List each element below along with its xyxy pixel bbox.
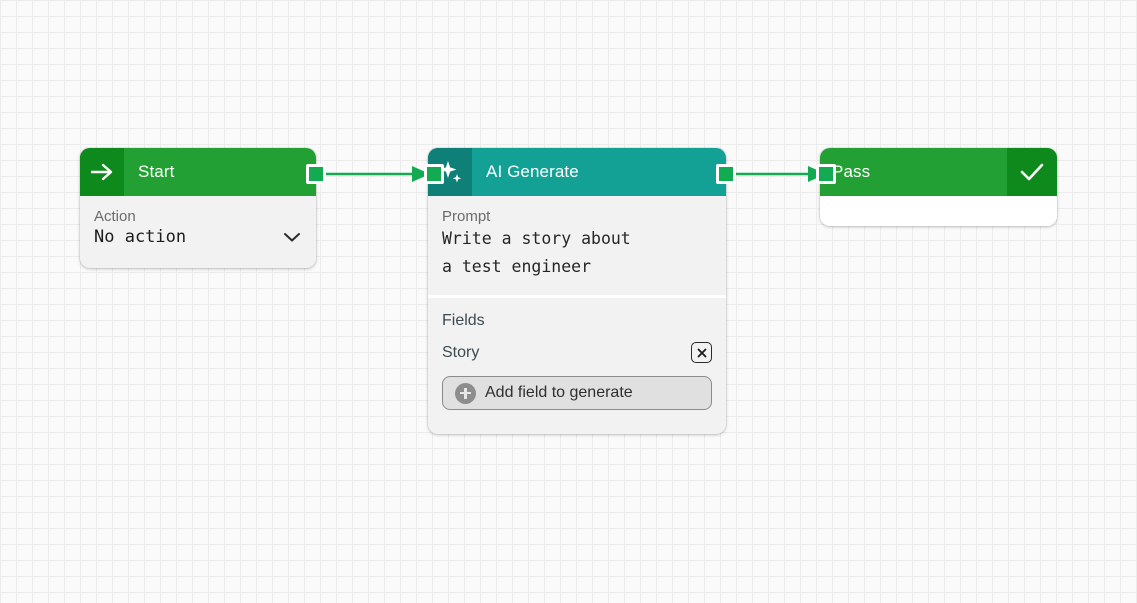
- node-ai-generate-header[interactable]: AI Generate: [428, 148, 726, 196]
- action-select[interactable]: No action: [80, 225, 316, 261]
- node-start-body: Action No action: [80, 196, 316, 261]
- node-pass[interactable]: Pass: [816, 148, 1057, 226]
- node-pass-body: [820, 196, 1057, 226]
- node-pass-header[interactable]: Pass: [820, 148, 1057, 196]
- add-field-button-label: Add field to generate: [485, 384, 633, 401]
- list-item[interactable]: Story: [428, 330, 726, 363]
- arrow-right-icon: [80, 148, 124, 196]
- node-pass-title: Pass: [832, 162, 871, 181]
- action-selected-value: No action: [94, 227, 187, 247]
- node-ai-generate-title: AI Generate: [486, 162, 579, 181]
- node-start-output-handle[interactable]: [306, 164, 326, 184]
- action-label: Action: [94, 208, 136, 225]
- arrow-head: [412, 166, 430, 182]
- node-pass-input-handle[interactable]: [816, 164, 836, 184]
- node-start-title: Start: [138, 162, 175, 181]
- node-ai-generate-input-handle[interactable]: [424, 164, 444, 184]
- field-name: Story: [442, 343, 480, 361]
- close-x-icon[interactable]: [691, 342, 712, 363]
- prompt-label: Prompt: [442, 208, 491, 225]
- node-start[interactable]: Start Action No action: [80, 148, 326, 268]
- prompt-value[interactable]: Write a story about a test engineer: [442, 229, 631, 276]
- node-ai-generate[interactable]: AI Generate Prompt Write a story about a…: [424, 148, 736, 434]
- node-ai-generate-output-handle[interactable]: [716, 164, 736, 184]
- plus-circle-icon: [455, 382, 476, 404]
- node-start-header[interactable]: Start: [80, 148, 316, 196]
- edge-start-to-ai-generate[interactable]: [316, 163, 434, 185]
- add-field-to-generate-button[interactable]: Add field to generate: [442, 376, 712, 410]
- fields-section-heading: Fields: [442, 312, 485, 329]
- section-divider: [428, 295, 726, 298]
- node-ai-generate-body: Prompt Write a story about a test engine…: [428, 196, 726, 410]
- chevron-down-icon[interactable]: [282, 231, 302, 243]
- checkmark-icon: [1007, 148, 1057, 196]
